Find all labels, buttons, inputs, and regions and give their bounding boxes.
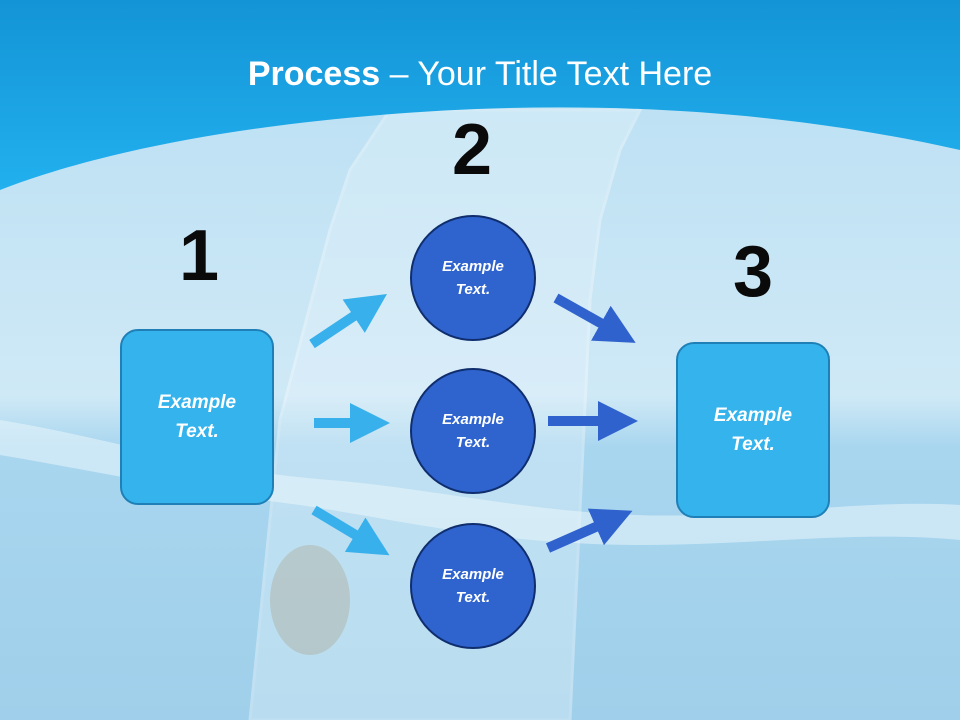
step-2-circle-middle: Example Text. — [410, 368, 536, 494]
slide-title: Process – Your Title Text Here — [0, 52, 960, 96]
step-2-text-top: Example Text. — [442, 258, 504, 298]
arrow-1-to-2-bottom — [311, 505, 390, 556]
step-number-1: 1 — [178, 216, 220, 296]
step-2-circle-bottom: Example Text. — [410, 523, 536, 649]
step-3-box: Example Text. — [676, 342, 830, 518]
title-rest: – Your Title Text Here — [380, 55, 713, 93]
arrow-2-to-3-bottom — [545, 508, 633, 553]
step-1-text: Example Text. — [157, 392, 237, 442]
step-1-box: Example Text. — [120, 329, 274, 505]
step-3-text: Example Text. — [713, 405, 793, 455]
title-bold: Process — [247, 55, 381, 93]
arrow-2-to-3-top — [553, 293, 636, 343]
step-2-circle-top: Example Text. — [410, 215, 536, 341]
step-2-text-bottom: Example Text. — [442, 566, 504, 606]
step-number-3: 3 — [732, 232, 774, 312]
step-2-text-middle: Example Text. — [442, 411, 504, 451]
arrow-1-to-2-top — [309, 294, 387, 349]
step-number-2: 2 — [451, 110, 493, 190]
